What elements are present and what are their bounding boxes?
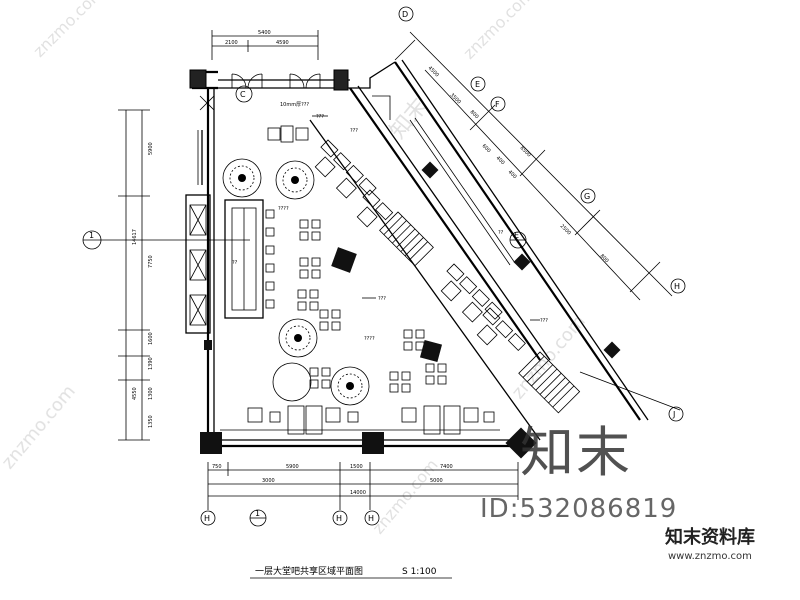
watermark-text: znzmo.com bbox=[459, 0, 537, 63]
grid-bubble: D bbox=[398, 6, 414, 22]
svg-text:D: D bbox=[402, 10, 408, 19]
dim-label: 4590 bbox=[276, 40, 289, 46]
note-text: ??? bbox=[540, 318, 548, 324]
dim-label: 4550 bbox=[132, 387, 138, 400]
drawing-title: 一层大堂吧共享区域平面图 S 1:100 bbox=[250, 565, 452, 579]
note-text: 10mm厚??? bbox=[280, 102, 309, 108]
section-marker: E bbox=[509, 231, 527, 249]
note-text: ??? bbox=[316, 114, 324, 120]
grid-bubble: H bbox=[332, 510, 348, 526]
dim-label: 3500 bbox=[449, 92, 462, 105]
note-text: ???? bbox=[278, 206, 289, 212]
dim-label: 4500 bbox=[427, 65, 440, 78]
note-text: ?? bbox=[232, 260, 238, 266]
dim-label: 3000 bbox=[262, 478, 275, 484]
svg-text:C: C bbox=[240, 90, 246, 99]
svg-text:J: J bbox=[672, 410, 675, 419]
dim-label: 400 bbox=[507, 169, 518, 180]
annotations: 10mm厚??? ??? ??? ???? ??? ???? ??? ?? ?? bbox=[232, 102, 548, 342]
dim-label: 5900 bbox=[286, 464, 299, 470]
grid-bubble: E bbox=[470, 76, 486, 92]
columns bbox=[200, 161, 621, 459]
dim-label: 800 bbox=[599, 253, 610, 264]
svg-text:E: E bbox=[475, 80, 480, 89]
dim-label: 8500 bbox=[519, 145, 532, 158]
dim-label: 1350 bbox=[148, 415, 154, 428]
svg-text:E: E bbox=[514, 231, 519, 240]
dim-label: 750 bbox=[212, 464, 222, 470]
dim-label: 7750 bbox=[148, 255, 154, 268]
stairs bbox=[379, 211, 581, 414]
grid-bubble: H bbox=[364, 510, 380, 526]
dim-label: 1600 bbox=[148, 332, 154, 345]
left-dimensions: 5900 14617 7750 1600 1390 4550 1300 1350… bbox=[82, 109, 250, 441]
dim-label: 5400 bbox=[258, 30, 271, 36]
dim-label: 5000 bbox=[430, 478, 443, 484]
svg-text:H: H bbox=[368, 514, 374, 523]
dim-label: 1300 bbox=[148, 387, 154, 400]
scale-text: S 1:100 bbox=[402, 567, 437, 577]
planters bbox=[222, 158, 370, 406]
svg-text:G: G bbox=[584, 192, 590, 201]
title-text: 一层大堂吧共享区域平面图 bbox=[255, 565, 363, 577]
grid-bubble: G bbox=[580, 188, 596, 204]
note-text: ??? bbox=[350, 128, 358, 134]
section-marker: C bbox=[235, 85, 253, 103]
grid-bubble: H bbox=[670, 278, 686, 294]
brand-name: 知末资料库 bbox=[665, 527, 755, 548]
dim-label: 14000 bbox=[350, 490, 366, 496]
dim-label: 5900 bbox=[148, 142, 154, 155]
table-sets bbox=[267, 125, 447, 393]
dim-label: 400 bbox=[495, 155, 506, 166]
dim-label: 7400 bbox=[440, 464, 453, 470]
section-marker: 1 bbox=[249, 509, 267, 527]
resource-id-label: ID:532086819 bbox=[480, 494, 678, 524]
grid-bubble: H bbox=[200, 510, 216, 526]
dim-label: 1500 bbox=[350, 464, 363, 470]
svg-text:H: H bbox=[674, 282, 680, 291]
dim-label: 600 bbox=[481, 143, 492, 154]
watermark-text: znzmo.com bbox=[0, 381, 80, 473]
grid-bubble: J bbox=[668, 406, 684, 422]
watermark-text: znzmo.com bbox=[29, 0, 107, 61]
dim-label: 800 bbox=[469, 109, 480, 120]
bar-counter bbox=[224, 199, 275, 319]
dim-label: 1390 bbox=[148, 357, 154, 370]
dim-label: 14617 bbox=[132, 229, 138, 245]
svg-text:1: 1 bbox=[255, 509, 260, 518]
diagonal-dimensions: 4500 3500 800 600 400 400 8500 2500 800 … bbox=[235, 6, 686, 422]
svg-text:H: H bbox=[336, 514, 342, 523]
grid-bubble: F bbox=[490, 96, 506, 112]
note-text: ?? bbox=[498, 230, 504, 236]
sofa-sets bbox=[314, 139, 526, 351]
note-text: ??? bbox=[378, 296, 386, 302]
dim-label: 2100 bbox=[225, 40, 238, 46]
brand-url: www.znzmo.com bbox=[668, 551, 752, 562]
elevator-core bbox=[185, 130, 211, 334]
section-marker-label: 1 bbox=[89, 231, 94, 240]
brand-logo-watermark: 知末 bbox=[520, 421, 632, 484]
note-text: ???? bbox=[364, 336, 375, 342]
top-dimensions: 5400 2100 4590 bbox=[211, 30, 319, 60]
svg-text:F: F bbox=[495, 100, 500, 109]
bottom-seating bbox=[220, 405, 500, 435]
bottom-dimensions: 750 5900 1500 7400 3000 5000 14000 H H H… bbox=[200, 462, 519, 527]
svg-text:H: H bbox=[204, 514, 210, 523]
watermark-text: znzmo.com bbox=[369, 455, 442, 537]
